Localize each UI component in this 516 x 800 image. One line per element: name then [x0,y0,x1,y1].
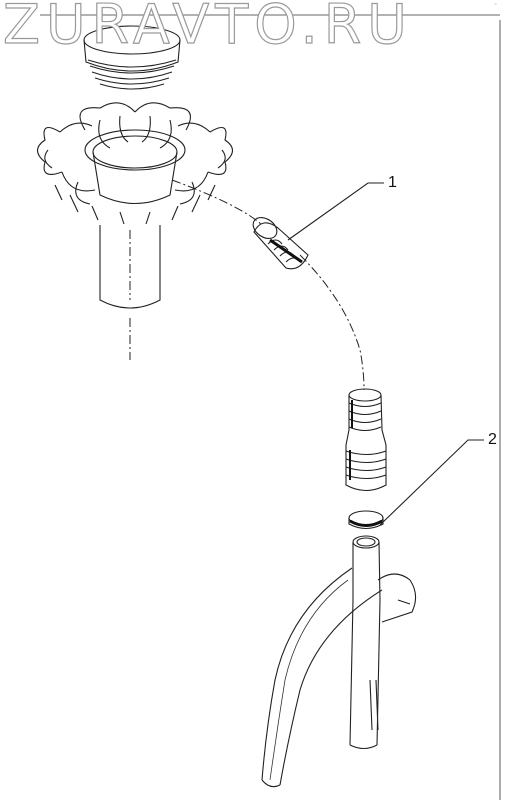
leader-line-1 [287,182,384,241]
filler-neck-pipe [261,535,417,788]
funnel-tube [99,225,161,360]
callout-label-2: 2 [488,431,497,448]
hose-segment-part-1 [252,216,309,270]
funnel-body [36,102,234,225]
corner-mark: ~ [494,2,497,8]
hose-clamp-part-2 [348,510,384,530]
callout-label-1: 1 [388,174,397,191]
filler-cap [83,25,181,90]
corrugated-hose [345,388,387,492]
leader-line-2 [379,439,484,526]
watermark-text: ZURAVTO.RU [2,0,413,56]
hose-path-middle [299,254,365,391]
